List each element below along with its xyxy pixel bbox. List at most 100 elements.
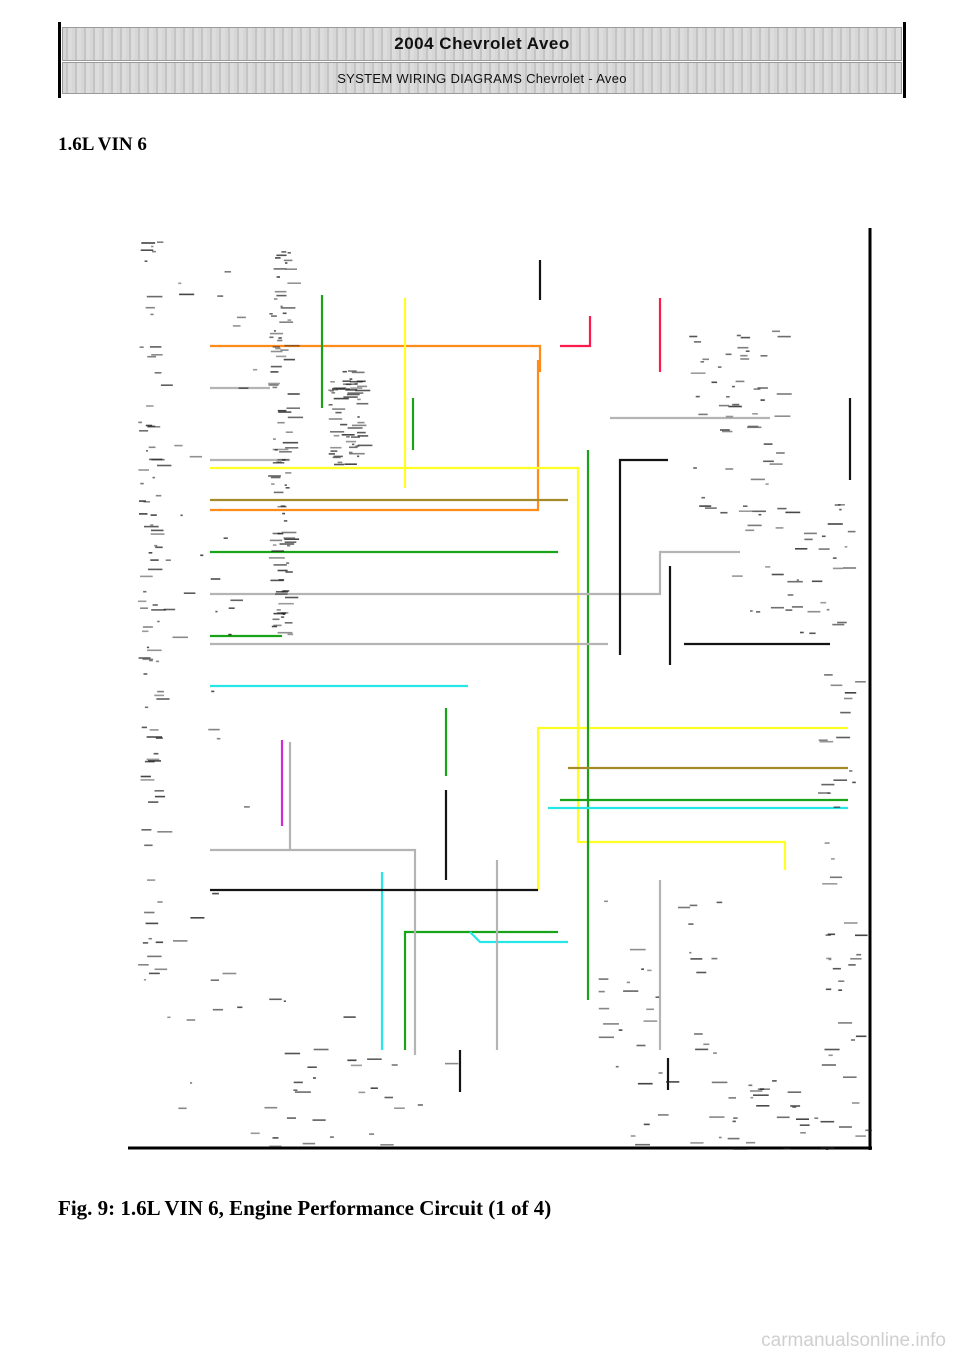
label-mark [783,1147,791,1150]
label-mark [146,736,163,738]
green-wire-12 [403,930,558,1050]
label-mark [850,958,862,960]
label-mark [286,407,300,409]
label-mark [834,504,841,506]
label-mark [146,405,154,407]
label-mark [277,612,289,614]
label-mark [269,539,283,542]
label-mark [818,548,830,550]
label-mark [787,594,794,596]
label-mark [146,295,163,298]
label-mark [693,341,702,343]
figure-caption: Fig. 9: 1.6L VIN 6, Engine Performance C… [58,1196,552,1220]
label-mark [332,408,346,410]
red-wire-37 [560,316,592,348]
label-mark [279,451,292,453]
label-mark [694,1033,703,1035]
label-mark [772,1080,777,1082]
label-mark [718,404,729,407]
label-mark [343,1016,356,1018]
label-mark [285,447,299,449]
label-mark [760,399,765,401]
label-mark [355,445,360,447]
label-mark [732,575,743,577]
label-mark [655,996,660,998]
label-mark [307,1066,317,1068]
label-mark [283,358,295,361]
label-mark [718,1136,722,1139]
label-mark [827,792,832,794]
label-mark [350,387,363,389]
label-mark [280,349,289,351]
label-mark [270,579,284,582]
label-mark [347,392,364,394]
label-mark [347,427,363,429]
wiring-diagram-svg [128,228,872,1150]
label-mark [280,305,283,308]
label-mark [293,1081,303,1084]
label-mark [333,455,343,458]
label-mark [367,1058,382,1060]
label-mark [274,449,278,451]
label-mark [273,330,276,332]
label-mark [803,532,817,535]
label-mark [139,430,149,432]
label-mark [148,972,160,975]
label-mark [273,298,278,300]
label-mark [271,315,277,317]
label-mark [332,456,341,459]
label-mark [282,312,287,315]
label-mark [236,316,246,319]
label-mark [740,354,748,357]
label-mark [144,911,155,914]
header-right-rule [903,22,906,98]
label-mark [146,450,148,452]
label-mark [342,380,351,382]
label-mark [701,496,705,499]
label-mark [740,336,751,339]
label-mark [283,1000,286,1002]
label-mark [264,1106,278,1109]
label-mark [141,726,147,729]
label-mark [155,660,160,663]
label-mark [689,951,692,954]
label-mark [776,452,785,454]
label-mark [391,1064,398,1066]
label-mark [637,1082,653,1085]
label-mark [142,942,149,944]
label-mark [285,268,297,270]
label-mark [695,1048,709,1051]
label-mark [279,543,295,545]
label-mark [143,590,147,593]
label-mark [357,444,373,447]
label-mark [657,1114,669,1116]
label-mark [756,1105,770,1107]
label-mark [141,829,152,831]
label-mark [142,658,154,661]
label-mark [268,382,280,385]
label-mark [281,251,287,253]
label-mark [140,482,144,485]
label-mark [337,461,343,464]
label-mark [273,268,287,270]
label-mark [285,596,299,599]
label-mark [837,621,847,624]
label-mark [148,552,153,554]
label-mark [147,355,157,358]
header-left-rule [58,22,61,98]
label-mark [369,1133,375,1135]
label-mark [678,906,691,909]
label-mark [709,1116,725,1118]
label-mark [269,998,282,1001]
label-mark [796,579,799,581]
label-mark [151,529,164,532]
label-mark [165,559,171,561]
label-mark [753,388,761,390]
label-mark [273,624,282,627]
label-mark [727,1137,740,1140]
label-mark [150,533,165,535]
label-mark [732,385,735,388]
label-mark [704,507,717,509]
label-mark [272,532,281,535]
label-mark [222,972,237,975]
